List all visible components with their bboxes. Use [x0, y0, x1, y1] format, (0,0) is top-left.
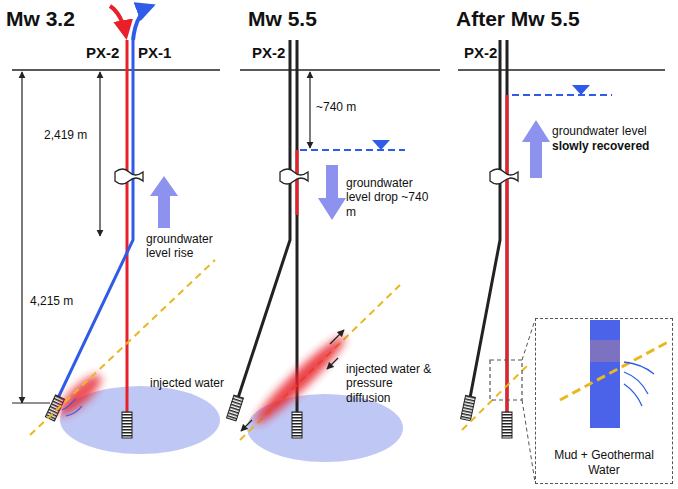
- annotation: ~740 m: [316, 100, 356, 114]
- annotation: slowly recovered: [552, 139, 649, 153]
- annotation: groundwater level drop ~740 m: [346, 176, 438, 219]
- well-label: PX-2: [252, 44, 285, 62]
- panel-title: After Mw 5.5: [456, 6, 580, 31]
- panel-title: Mw 3.2: [6, 6, 75, 31]
- inset-box: Mud + Geothermal Water: [535, 318, 673, 484]
- annotation: groundwater level: [552, 124, 647, 138]
- inset-label: Mud + Geothermal Water: [544, 448, 664, 477]
- annotation: injected water: [150, 376, 224, 390]
- well-label: PX-1: [138, 44, 171, 62]
- well-label: PX-2: [86, 44, 119, 62]
- well-label: PX-2: [464, 44, 497, 62]
- panel-title: Mw 5.5: [248, 6, 317, 31]
- annotation: injected water & pressure diffusion: [346, 362, 438, 405]
- annotation: 2,419 m: [42, 128, 89, 142]
- annotation: 4,215 m: [28, 294, 75, 308]
- annotation: groundwater level rise: [146, 232, 220, 261]
